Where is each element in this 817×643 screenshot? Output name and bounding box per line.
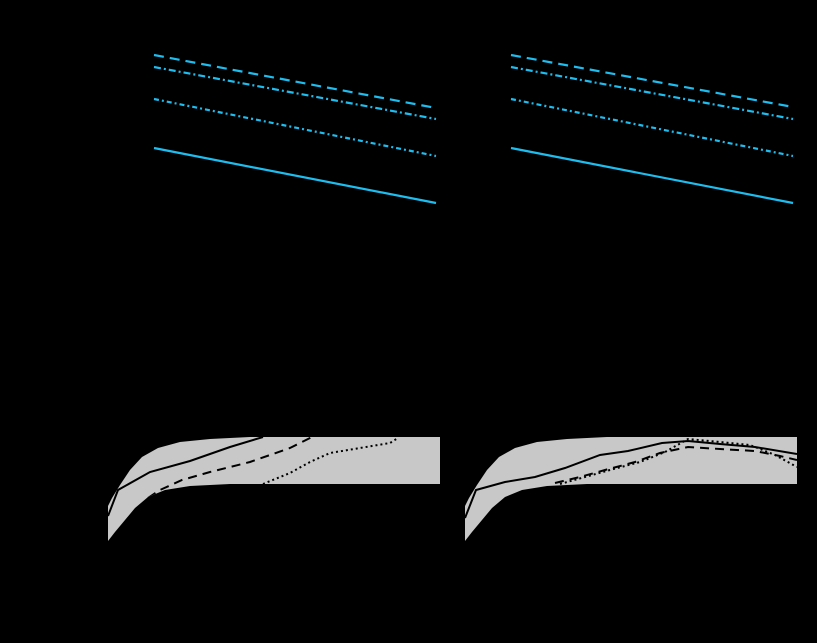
series-line-dashed: [147, 437, 313, 499]
series-line-solid: [108, 437, 264, 517]
series-line-dot-dash: [153, 97, 437, 158]
series-line-dot-dash: [510, 97, 794, 158]
series-line-long-dash-dot: [153, 65, 437, 121]
panel-top-right: [510, 53, 794, 205]
panel-bottom-left: [108, 437, 440, 541]
series-line-solid: [153, 146, 437, 205]
panel-bottom-right: [465, 437, 797, 541]
series-line-solid: [465, 439, 797, 519]
series-line-dashed: [554, 445, 797, 484]
confidence-band: [465, 437, 797, 541]
panel-top-left: [153, 53, 437, 205]
confidence-band: [108, 437, 440, 541]
series-line-long-dash-dot: [510, 65, 794, 121]
series-line-solid: [510, 146, 794, 205]
